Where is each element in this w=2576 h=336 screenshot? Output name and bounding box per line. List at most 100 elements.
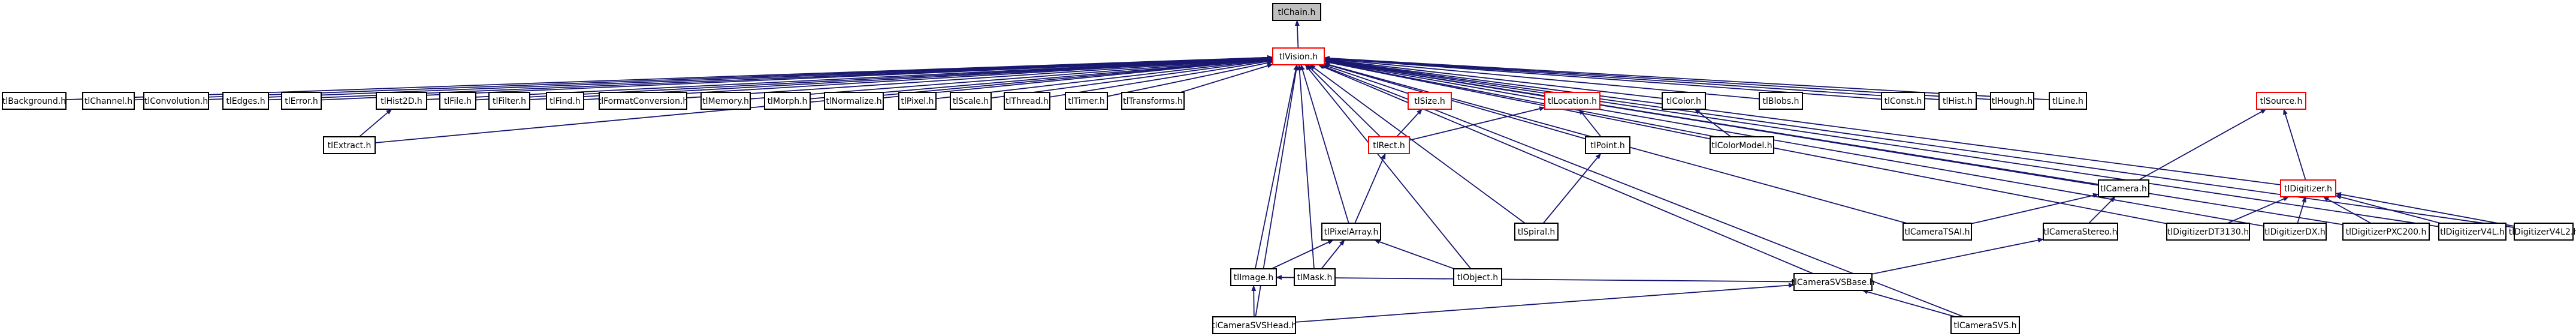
node-box [2098,179,2149,197]
node-tlChain[interactable]: tlChain.h [1272,3,1321,21]
node-tlPixel[interactable]: tlPixel.h [898,92,937,110]
node-tlColorModel[interactable]: tlColorModel.h [1710,136,1774,154]
node-tlFormatConversion[interactable]: tlFormatConversion.h [598,92,688,110]
node-tlCameraSVSHead[interactable]: tlCameraSVSHead.h [1212,316,1297,334]
node-tlDigitizerPXC200[interactable]: tlDigitizerPXC200.h [2342,223,2430,241]
node-tlColor[interactable]: tlColor.h [1662,92,1706,110]
node-tlObject[interactable]: tlObject.h [1453,268,1502,286]
edge-tlCameraTSAI-to-tlCamera [1971,193,2099,224]
edge-tlTransforms-to-tlVision [1180,63,1273,93]
node-box [1710,136,1774,154]
node-tlHist2D[interactable]: tlHist2D.h [376,92,427,110]
node-tlPixelArray[interactable]: tlPixelArray.h [1321,223,1381,241]
node-tlLocation[interactable]: tlLocation.h [1544,92,1600,110]
node-tlMemory[interactable]: tlMemory.h [700,92,751,110]
node-tlBlobs[interactable]: tlBlobs.h [1759,92,1803,110]
node-tlImage[interactable]: tlImage.h [1230,268,1277,286]
node-tlCamera[interactable]: tlCamera.h [2098,179,2149,197]
node-tlError[interactable]: tlError.h [281,92,322,110]
node-label: tlCameraStereo.h [2043,227,2117,237]
node-box [824,92,884,110]
node-tlConst[interactable]: tlConst.h [1881,92,1925,110]
node-tlConvolution[interactable]: tlConvolution.h [143,92,209,110]
node-tlSource[interactable]: tlSource.h [2256,92,2306,110]
node-tlDigitizer[interactable]: tlDigitizer.h [2280,179,2336,197]
node-label: tlTimer.h [1068,97,1104,106]
node-label: tlColorModel.h [1711,141,1772,151]
node-tlHist[interactable]: tlHist.h [1938,92,1977,110]
edge-tlCameraSVSHead-to-tlCameraSVSBase [1295,283,1795,323]
node-label: tlDigitizerV4L.h [2440,227,2505,237]
node-box [1759,92,1803,110]
node-tlVision[interactable]: tlVision.h [1272,47,1325,65]
node-tlCameraSVS[interactable]: tlCameraSVS.h [1950,316,2020,334]
node-box [2438,223,2506,241]
edge-tlObject-to-tlVision [1304,64,1472,269]
edge-tlMask-to-tlVision [1297,64,1315,269]
node-tlMask[interactable]: tlMask.h [1294,268,1336,286]
node-label: tlChannel.h [84,97,132,106]
node-box [1902,223,1972,241]
node-tlBackground[interactable]: tlBackground.h [2,92,67,110]
node-tlDigitizerDT3130[interactable]: tlDigitizerDT3130.h [2166,223,2250,241]
node-tlCameraTSAI[interactable]: tlCameraTSAI.h [1902,223,1972,241]
node-box [2280,179,2336,197]
nodes-layer: tlChain.h tlVision.h tlBackground.h tlChann… [2,3,2576,334]
node-tlCameraStereo[interactable]: tlCameraStereo.h [2043,223,2118,241]
node-tlLine[interactable]: tlLine.h [2049,92,2087,110]
node-tlDigitizerV4L[interactable]: tlDigitizerV4L.h [2438,223,2506,241]
node-label: tlRect.h [1373,141,1405,151]
edge-tlDigitizerDT3130-to-tlDigitizer [2227,196,2290,224]
node-tlDigitizerV4L2[interactable]: tlDigitizerV4L2.h [2509,223,2576,241]
node-tlPoint[interactable]: tlPoint.h [1585,136,1630,154]
edge-tlSpiral-to-tlVision [1309,64,1526,224]
node-tlFind[interactable]: tlFind.h [546,92,584,110]
edge-tlDigitizerV4L2-to-tlDigitizer [2335,192,2515,227]
node-box [1272,3,1321,21]
node-tlTransforms[interactable]: tlTransforms.h [1121,92,1185,110]
node-label: tlCameraTSAI.h [1904,227,1970,237]
node-tlTimer[interactable]: tlTimer.h [1065,92,1108,110]
node-tlRect[interactable]: tlRect.h [1368,136,1410,154]
edge-tlVision-to-tlChain [1294,20,1300,49]
node-label: tlPixel.h [901,97,934,106]
node-tlFilter[interactable]: tlFilter.h [488,92,530,110]
edge-tlColor-to-tlVision [1324,58,1663,99]
edge-tlObject-to-tlPixelArray [1373,239,1455,269]
node-label: tlVision.h [1279,52,1318,62]
node-tlSpiral[interactable]: tlSpiral.h [1514,223,1559,241]
edge-tlDigitizerV4L-to-tlDigitizer [2335,194,2441,224]
node-label: tlConvolution.h [144,97,208,106]
node-label: tlHough.h [1992,97,2033,106]
node-label: tlObject.h [1457,273,1498,283]
edge-tlError-to-tlVision [321,55,1273,101]
node-tlFile[interactable]: tlFile.h [439,92,476,110]
edge-tlThread-to-tlVision [1049,59,1273,98]
node-tlThread[interactable]: tlThread.h [1004,92,1050,110]
edge-tlCamera-to-tlSource [2138,109,2267,181]
node-box [1881,92,1925,110]
node-tlExtract[interactable]: tlExtract.h [323,136,376,154]
node-tlNormalize[interactable]: tlNormalize.h [824,92,884,110]
node-tlScale[interactable]: tlScale.h [950,92,992,110]
node-tlChannel[interactable]: tlChannel.h [82,92,135,110]
edge-tlDigitizerV4L2-to-tlVision [1324,58,2515,229]
edge-tlNormalize-to-tlVision [883,57,1273,99]
node-label: tlBackground.h [2,97,66,106]
edge-tlHough-to-tlVision [1324,56,1991,100]
node-tlMorph[interactable]: tlMorph.h [764,92,811,110]
edge-tlRect-to-tlLocation [1409,106,1545,141]
node-tlHough[interactable]: tlHough.h [1990,92,2034,110]
node-label: tlHist.h [1943,97,1973,106]
node-tlDigitizerDX[interactable]: tlDigitizerDX.h [2263,223,2327,241]
edge-tlSize-to-tlVision [1322,64,1409,94]
node-label: tlDigitizerPXC200.h [2346,227,2427,237]
node-box [2263,223,2327,241]
node-tlCameraSVSBase[interactable]: tlCameraSVSBase.h [1791,273,1875,291]
node-tlEdges[interactable]: tlEdges.h [222,92,269,110]
node-box [439,92,476,110]
node-box [1230,268,1277,286]
node-box [2256,92,2306,110]
node-label: tlCameraSVSHead.h [1212,321,1297,331]
node-tlSize[interactable]: tlSize.h [1408,92,1452,110]
